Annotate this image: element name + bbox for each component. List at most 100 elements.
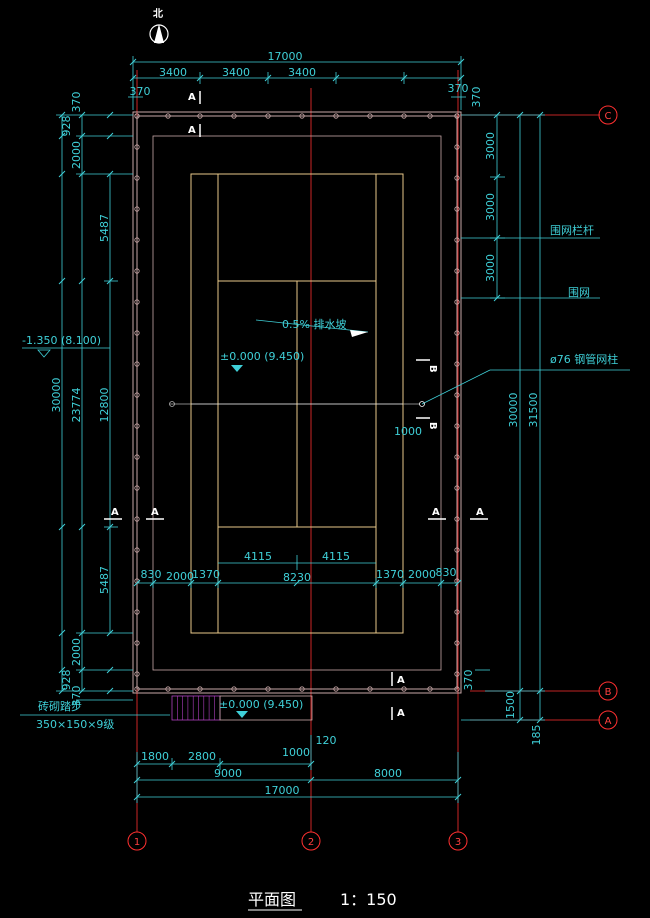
section-mark-a: A bbox=[432, 507, 440, 518]
dimension-tick bbox=[307, 760, 315, 768]
dimension-tick bbox=[78, 170, 86, 178]
dimension-tick bbox=[168, 760, 176, 768]
fence-post-icon bbox=[134, 609, 140, 615]
section-mark-a: A bbox=[397, 675, 405, 686]
dimension-tick bbox=[307, 776, 315, 784]
fence-post-icon bbox=[401, 113, 407, 119]
dimension-tick bbox=[536, 111, 544, 119]
dimension-tick bbox=[264, 74, 272, 82]
dim-court-830: 830 bbox=[436, 566, 457, 579]
dimension-tick bbox=[58, 687, 66, 695]
dim-court-1370: 1370 bbox=[192, 568, 220, 581]
dimension-tick bbox=[516, 111, 524, 119]
dimension-tick bbox=[58, 132, 66, 140]
slope-arrow-icon bbox=[350, 330, 368, 337]
elevation-marker-icon bbox=[236, 711, 248, 718]
dim-court-2000: 2000 bbox=[408, 568, 436, 581]
fence-post-icon bbox=[197, 686, 203, 692]
dim-left-inner: 23774 bbox=[70, 388, 83, 423]
dimension-tick bbox=[78, 111, 86, 119]
axis-bubbles: 1 2 3 C B A bbox=[127, 105, 618, 851]
section-mark-b: B bbox=[427, 422, 438, 430]
fence-post-icon bbox=[454, 299, 460, 305]
fence-post-icon bbox=[401, 686, 407, 692]
dim-left-top-c: 370 bbox=[70, 92, 83, 113]
dimension-tick bbox=[293, 579, 301, 587]
dim-bottom-1800: 1800 bbox=[141, 750, 169, 763]
dimension-tick bbox=[133, 760, 141, 768]
fence-post-icon bbox=[454, 361, 460, 367]
dim-left-bottom-b: 928 bbox=[60, 670, 73, 691]
dim-right-top-370: 370 bbox=[470, 87, 483, 108]
dimension-tick bbox=[78, 523, 86, 531]
dim-right-seg: 3000 bbox=[484, 132, 497, 160]
dimension-tick bbox=[58, 523, 66, 531]
dim-bottom-2800: 2800 bbox=[188, 750, 216, 763]
dimension-lines bbox=[20, 56, 630, 803]
fence-post-icon bbox=[134, 206, 140, 212]
dimension-tick bbox=[149, 579, 157, 587]
dim-bottom-9000: 9000 bbox=[214, 767, 242, 780]
dimension-tick bbox=[58, 111, 66, 119]
dimension-tick bbox=[493, 234, 501, 242]
dimension-tick bbox=[133, 776, 141, 784]
section-mark-a: A bbox=[397, 708, 405, 719]
fence-post-icon bbox=[299, 686, 305, 692]
north-label: 北 bbox=[153, 7, 163, 20]
fence-post-icon bbox=[427, 686, 433, 692]
section-mark-a: A bbox=[188, 92, 196, 103]
dim-right-bottom-370: 370 bbox=[462, 670, 475, 691]
dim-right-seg: 3000 bbox=[484, 193, 497, 221]
fence-post-icon bbox=[367, 686, 373, 692]
dim-court-1370: 1370 bbox=[376, 568, 404, 581]
dim-post-1000: 1000 bbox=[394, 425, 422, 438]
dimension-tick bbox=[536, 716, 544, 724]
dim-court-2000: 2000 bbox=[166, 570, 194, 583]
dimension-tick bbox=[133, 793, 141, 801]
dimension-tick bbox=[106, 629, 114, 637]
dimension-tick bbox=[129, 58, 137, 66]
dim-left-bottom-a: 2000 bbox=[70, 638, 83, 666]
fence-post-icon bbox=[454, 392, 460, 398]
fence-post-icon bbox=[134, 516, 140, 522]
dimension-tick bbox=[372, 579, 380, 587]
dimension-tick bbox=[457, 74, 465, 82]
fence-post-icon bbox=[454, 686, 460, 692]
dimension-tick bbox=[78, 132, 86, 140]
dimension-tick bbox=[106, 523, 114, 531]
fence-outline bbox=[132, 111, 462, 694]
fence-post-icon bbox=[454, 640, 460, 646]
post-marker-icon bbox=[419, 401, 425, 407]
fence-post-icon bbox=[134, 686, 140, 692]
dimension-tick bbox=[400, 74, 408, 82]
axis-bubble-1: 1 bbox=[134, 837, 140, 848]
fence-post-icon bbox=[231, 113, 237, 119]
fence-post-icon bbox=[197, 113, 203, 119]
dimension-tick bbox=[78, 687, 86, 695]
steps-label-2: 350×150×9级 bbox=[36, 718, 114, 731]
dim-left-lower: 5487 bbox=[98, 566, 111, 594]
elevation-marker-icon bbox=[231, 365, 243, 372]
fence-post-icon bbox=[134, 175, 140, 181]
fence-post-icon bbox=[134, 640, 140, 646]
elevation-marker-icon bbox=[37, 349, 51, 358]
dimension-tick bbox=[457, 58, 465, 66]
fence-post-icon bbox=[134, 671, 140, 677]
fence-post-icon bbox=[231, 686, 237, 692]
dim-court-830: 830 bbox=[141, 568, 162, 581]
axis-bubble-a: A bbox=[605, 716, 612, 727]
dim-court-half: 4115 bbox=[322, 550, 350, 563]
fence-post-icon bbox=[454, 175, 460, 181]
fence-post-icon bbox=[333, 113, 339, 119]
dimension-tick bbox=[216, 760, 224, 768]
dimension-tick bbox=[493, 173, 501, 181]
fence-post-icon bbox=[454, 516, 460, 522]
fence-post-icon bbox=[134, 485, 140, 491]
fence-rail-label: 围网栏杆 bbox=[550, 223, 594, 237]
fence-post-icon bbox=[265, 686, 271, 692]
dimension-tick bbox=[493, 294, 501, 302]
dimension-tick bbox=[454, 793, 462, 801]
section-mark-a: A bbox=[188, 125, 196, 136]
post-marker-icon bbox=[169, 401, 175, 407]
fence-post-icon bbox=[165, 113, 171, 119]
